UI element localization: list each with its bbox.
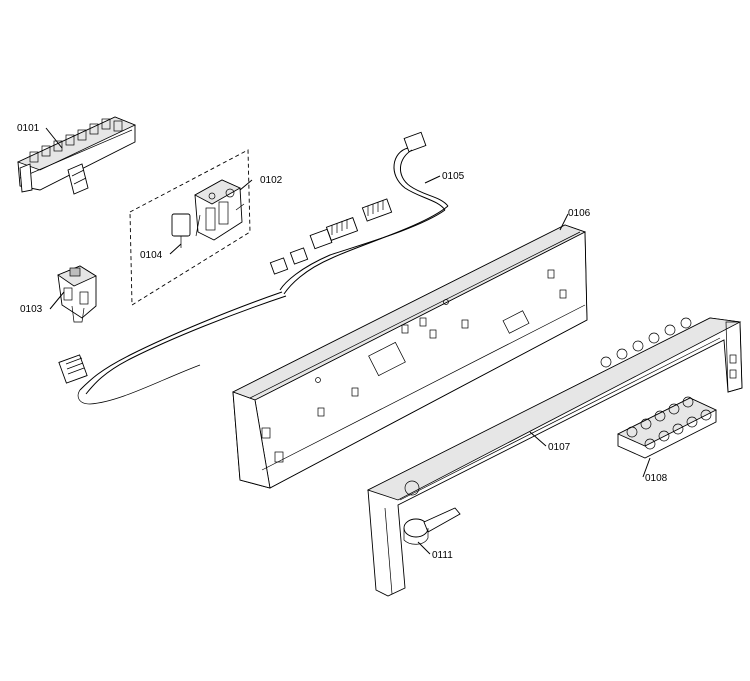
callout-0103: 0103 (20, 304, 43, 315)
part-0105-wiring-harness (58, 131, 449, 405)
callout-0111: 0111 (432, 550, 453, 561)
callout-0106: 0106 (568, 208, 591, 219)
callout-0107: 0107 (548, 442, 571, 453)
part-0101-connector-block (16, 116, 136, 195)
part-0111-lever (403, 507, 461, 545)
part-0103-switch (57, 265, 97, 323)
callout-0104: 0104 (140, 250, 163, 261)
callout-0105: 0105 (442, 171, 465, 182)
callout-0102: 0102 (260, 175, 283, 186)
part-0108-keypad (617, 396, 717, 459)
part-0102-switch (194, 179, 245, 241)
part-0107-fascia (366, 317, 743, 597)
part-0106-control-panel (231, 224, 588, 489)
leader-lines (45, 127, 651, 555)
part-0104-capacitor (171, 213, 191, 248)
part-0102-group-outline (129, 149, 251, 306)
callout-0108: 0108 (645, 473, 668, 484)
callout-0101: 0101 (17, 123, 40, 134)
